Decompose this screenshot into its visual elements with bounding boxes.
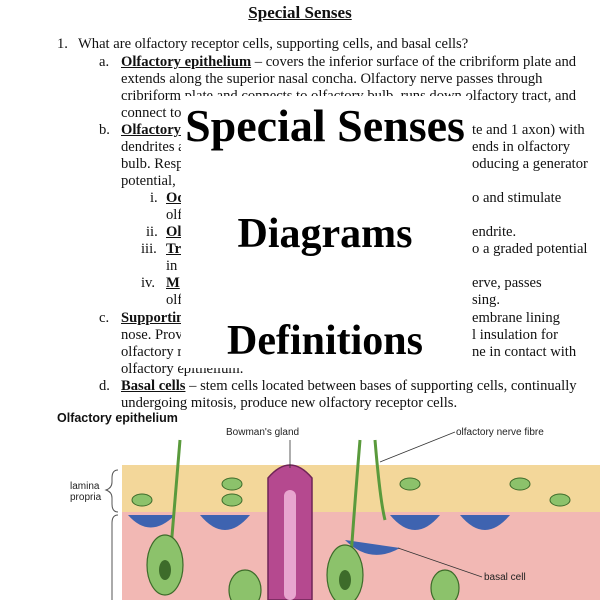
figure-title: Olfactory epithelium [57,411,178,425]
lamina-propria-layer [122,465,600,515]
epithelium-brace [111,514,119,600]
item-b-line4: potential, [121,173,176,189]
item-a-line2: extends along the superior nasal concha.… [121,71,543,87]
sub-i-marker: i. [150,190,158,206]
lamina-cell [131,493,153,507]
term-text: Olfactory [121,122,181,138]
label-lamina-propria: lamina propria [70,481,102,503]
sub-i-line2: olf [166,207,183,223]
label-olfactory-nerve-fibre: olfactory nerve fibre [456,427,544,438]
item-b-line2: dendrites a [121,139,185,155]
item-c-line2-right: l insulation for [472,327,558,343]
lamina-cell [221,477,243,491]
item-a-line4: connect to [121,105,182,121]
item-b-marker: b. [99,122,110,138]
item-c-line3: olfactory r [121,344,183,360]
supporting-cell [128,515,175,528]
sub-iv-line2-right: sing. [472,292,500,308]
sub-iii-marker: iii. [141,241,157,257]
label-bowmans-gland: Bowman's gland [226,427,300,438]
sub-iv-term: M [166,275,180,292]
term-olfactory-epithelium: Olfactory epithelium [121,54,252,70]
item-b-line3: bulb. Resp [121,156,184,172]
sub-ii-term: Ol [166,224,181,241]
item-a-line1-text: – covers the inferior surface of the cri… [251,54,577,70]
lamina-cell [549,493,571,507]
item-d-marker: d. [99,378,110,394]
supporting-cell [390,515,440,530]
item-c-line2: nose. Prov [121,327,183,343]
item-a-line1: Olfactory epithelium – covers the inferi… [121,54,576,71]
sub-iii-term: Tr [166,241,181,258]
question-text: What are olfactory receptor cells, suppo… [78,36,469,52]
overlay-title: Special Senses [185,100,465,151]
term-olfactory-receptor: Olfactory [121,122,181,139]
sub-i-term: Od [166,190,185,207]
basal-cell-shape [345,540,400,555]
lamina-cell [399,477,421,491]
item-d-line1: Basal cells – stem cells located between… [121,378,577,395]
receptor-nucleus [339,570,351,590]
lamina-cell [509,477,531,491]
receptor-nucleus [159,560,171,580]
leader-basal-cell [397,547,483,578]
sub-iv-marker: iv. [141,275,156,291]
page-title: Special Senses [248,3,352,22]
sub-iv-term-text: M [166,275,180,291]
item-b-line3-right: oducing a generator [472,156,588,172]
sub-i-right: o and stimulate [472,190,562,206]
item-b-line2-right: ends in olfactory [472,139,571,155]
overlay-definitions: Definitions [226,318,423,364]
term-supporting-cells: Supportin [121,310,184,327]
receptor-cell [228,569,262,600]
sub-ii-term-text: Ol [166,224,182,240]
receptor-cell [430,569,460,600]
leader-nerve-fibre [379,431,456,463]
item-c-line1-right: embrane lining [472,310,560,326]
title-overlay-box [181,96,469,368]
item-d-line1-text: – stem cells located between bases of su… [185,378,577,394]
sub-iii-term-text: Tr [166,241,182,257]
lamina-cell [221,493,243,507]
overlay-diagrams: Diagrams [237,211,413,257]
term-basal-cells: Basal cells [121,378,186,394]
sub-iii-line2: in [166,258,178,274]
question-number: 1. [57,36,68,52]
gland-duct [284,490,296,600]
lamina-propria-brace [104,469,119,513]
item-c-line3-right: ne in contact with [472,344,577,360]
sub-i-term-text: Od [166,190,186,206]
sub-iv-right: erve, passes [472,275,542,291]
term-text: Supportin [121,310,185,326]
receptor-fibre [373,439,387,521]
item-c-marker: c. [99,310,110,326]
sub-iv-line2: olf [166,292,183,308]
supporting-cell [200,515,250,530]
item-a-marker: a. [99,54,110,70]
sub-ii-right: endrite. [472,224,517,240]
sub-ii-marker: ii. [146,224,158,240]
item-b-line1-right: te and 1 axon) with [472,122,585,138]
item-d-line2: undergoing mitosis, produce new olfactor… [121,395,458,411]
label-basal-cell: basal cell [484,572,526,583]
supporting-cell [460,515,510,530]
sub-iii-right: o a graded potential [472,241,588,257]
